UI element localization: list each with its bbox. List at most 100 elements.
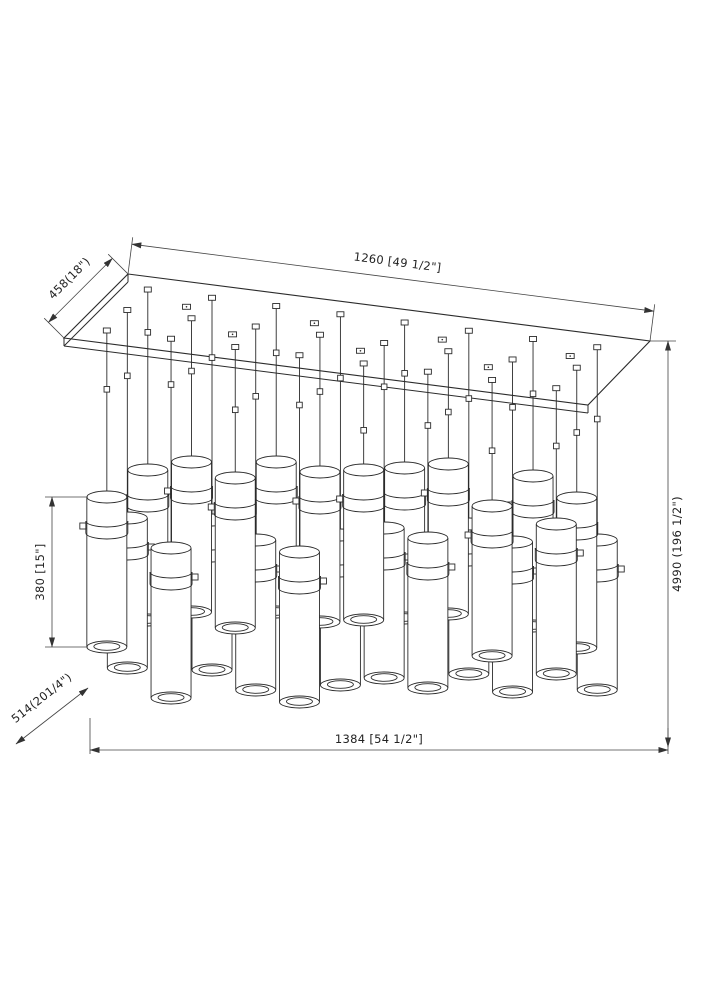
ring-upper-line	[254, 485, 298, 493]
cylinder-top-rim	[535, 517, 577, 531]
ring-lower-line	[406, 573, 450, 581]
dim-overall-width: 1384 [54 1/2"]	[89, 718, 669, 754]
canopy-mount-dot	[487, 366, 490, 368]
cord-canopy-attachment	[315, 331, 324, 338]
cord-gripper	[488, 447, 496, 454]
ring-upper-line	[342, 493, 386, 501]
ring-lower-line	[213, 513, 257, 521]
cylinder-top-rim	[427, 457, 469, 471]
ring-lower-line	[149, 583, 193, 591]
cylinder-body-fill	[279, 552, 320, 702]
inner-diffuser-rim	[113, 663, 141, 672]
cord-canopy-attachment	[552, 385, 561, 392]
ring-lower-line	[278, 587, 321, 595]
inner-diffuser-rim	[414, 683, 442, 692]
ring-setscrew-clip	[164, 487, 171, 495]
inner-diffuser-rim	[286, 697, 313, 706]
cylinder-top-rim	[512, 469, 554, 483]
cord-gripper	[337, 374, 344, 382]
cord-gripper	[553, 442, 560, 450]
canopy-mount-dot	[441, 338, 444, 341]
cord-canopy-attachment	[423, 368, 432, 375]
cord-canopy-attachment	[231, 344, 240, 350]
ring-lower-line	[534, 559, 578, 567]
pendant	[534, 385, 584, 681]
ring-lower-line	[511, 511, 555, 519]
cord-canopy-attachment	[167, 335, 175, 342]
cord-gripper	[144, 329, 152, 336]
cord-canopy-attachment	[187, 315, 196, 322]
inner-diffuser-rim	[93, 642, 121, 651]
cord-gripper	[252, 393, 259, 400]
canopy-top-face	[62, 273, 652, 406]
cylinder-top-rim	[171, 455, 212, 469]
inner-diffuser-rim	[326, 680, 354, 689]
cord-canopy-attachment	[444, 348, 453, 355]
cord-canopy-attachment	[488, 376, 497, 383]
ring-setscrew-clip	[191, 573, 199, 581]
cord-canopy-attachment	[508, 356, 517, 363]
cord-gripper	[360, 427, 367, 434]
dim-label-overall-height: 4990 (196 1/2")	[670, 496, 684, 592]
inner-diffuser-rim	[542, 669, 570, 678]
cord-gripper	[296, 401, 303, 409]
ring-upper-line	[85, 520, 129, 528]
inner-diffuser-rim	[499, 687, 527, 696]
cord-canopy-attachment	[359, 360, 368, 367]
pendant	[79, 327, 129, 654]
ring-upper-line	[406, 561, 450, 569]
cord-canopy-attachment	[572, 364, 581, 371]
ring-upper-line	[534, 547, 578, 555]
cylinder-body-fill	[343, 470, 384, 620]
ring-lower-line	[383, 503, 427, 511]
cylinder-body-fill	[407, 538, 448, 688]
inner-diffuser-rim	[455, 669, 483, 678]
canopy-mount-dot	[569, 355, 571, 357]
ring-setscrew-clip	[292, 497, 300, 505]
ring-upper-line	[511, 499, 555, 507]
pendant	[336, 360, 386, 627]
ring-setscrew-clip	[336, 495, 344, 503]
cord-gripper	[316, 388, 324, 395]
inner-diffuser-rim	[157, 693, 185, 702]
canopy-mount-dot	[231, 333, 234, 336]
cylinder-body-fill	[536, 524, 577, 674]
cylinder-top-rim	[255, 455, 297, 469]
dim-label-overall-width: 1384 [54 1/2"]	[335, 732, 423, 746]
pendant	[207, 344, 257, 635]
cylinder-top-rim	[407, 531, 449, 545]
ring-setscrew-clip	[420, 489, 428, 497]
pendant	[149, 335, 199, 705]
cylinder-top-rim	[471, 499, 513, 513]
ring-lower-line	[126, 505, 170, 513]
inner-diffuser-rim	[198, 665, 226, 674]
pendant-group	[79, 286, 625, 709]
ring-upper-line	[149, 571, 193, 579]
cord-canopy-attachment	[529, 336, 537, 342]
cord-canopy-attachment	[102, 327, 111, 334]
cord-gripper	[124, 372, 131, 380]
cord-canopy-attachment	[123, 307, 132, 313]
cylinder-body-fill	[472, 506, 513, 656]
inner-diffuser-rim	[370, 673, 398, 682]
cord-canopy-attachment	[380, 340, 389, 346]
ring-setscrew-clip	[320, 577, 327, 585]
ring-lower-line	[298, 507, 342, 515]
cylinder-top-rim	[150, 541, 192, 555]
cord-canopy-attachment	[593, 344, 602, 351]
cord-canopy-attachment	[400, 319, 409, 326]
ring-setscrew-clip	[207, 503, 215, 511]
cylinder-top-rim	[127, 463, 169, 477]
cord-gripper	[232, 406, 239, 414]
cord-canopy-attachment	[272, 303, 281, 309]
cord-gripper	[593, 415, 601, 423]
cylinder-body-fill	[86, 497, 127, 647]
cord-gripper	[272, 349, 280, 357]
ring-upper-line	[278, 575, 321, 583]
dim-overall-depth: 514(201/4")	[9, 670, 89, 745]
ring-setscrew-clip	[617, 565, 625, 573]
cord-gripper	[445, 408, 452, 416]
dim-label-canopy-width: 1260 [49 1/2"]	[353, 249, 442, 274]
ring-upper-line	[426, 487, 470, 495]
